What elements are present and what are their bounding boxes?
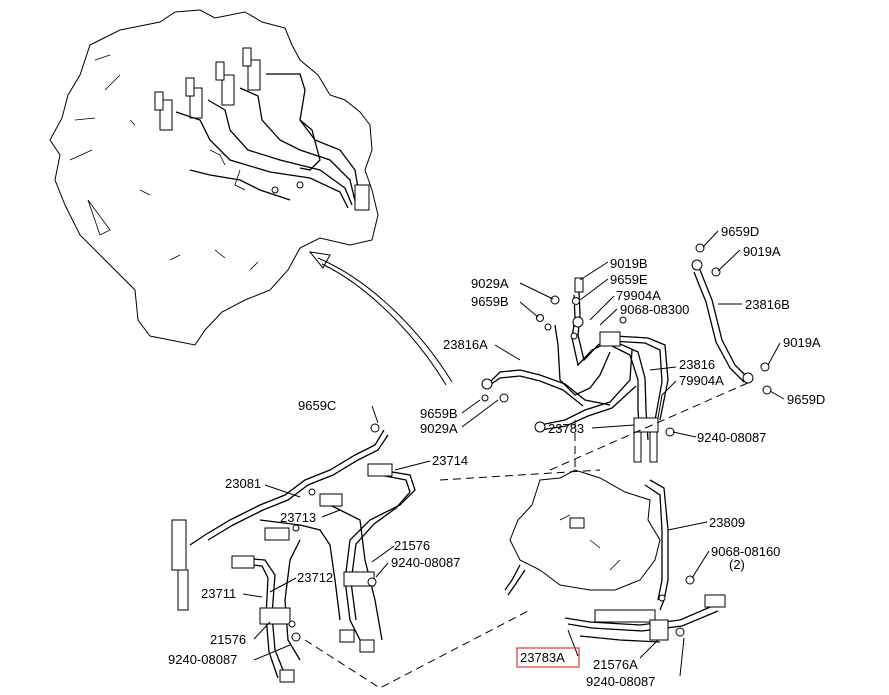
label-9659e[interactable]: 9659E — [610, 272, 648, 287]
label-9068-08160[interactable]: 9068-08160 — [711, 544, 780, 559]
label-9029a-mid[interactable]: 9029A — [420, 421, 458, 436]
label-23713[interactable]: 23713 — [280, 510, 316, 525]
label-9240-08087-b[interactable]: 9240-08087 — [391, 555, 460, 570]
label-9240-08087-c[interactable]: 9240-08087 — [168, 652, 237, 667]
label-9659b-mid[interactable]: 9659B — [420, 406, 458, 421]
label-9659b-top[interactable]: 9659B — [471, 294, 509, 309]
label-9019b[interactable]: 9019B — [610, 256, 648, 271]
label-qty-2: (2) — [729, 557, 745, 572]
label-23816a[interactable]: 23816A — [443, 337, 488, 352]
highlight-23783a-box — [516, 647, 580, 668]
label-23816[interactable]: 23816 — [679, 357, 715, 372]
label-9659d-right[interactable]: 9659D — [787, 392, 825, 407]
label-21576a[interactable]: 21576A — [593, 657, 638, 672]
leader-lines — [242, 230, 785, 677]
label-79904a-top[interactable]: 79904A — [616, 288, 661, 303]
label-9019a-top[interactable]: 9019A — [743, 244, 781, 259]
label-9659c[interactable]: 9659C — [298, 398, 336, 413]
engine-overview-drawing — [49, 9, 379, 346]
label-23714[interactable]: 23714 — [432, 453, 468, 468]
label-9659d-top[interactable]: 9659D — [721, 224, 759, 239]
dashed-reference-lines — [304, 381, 751, 689]
label-23081[interactable]: 23081 — [225, 476, 261, 491]
label-23809[interactable]: 23809 — [709, 515, 745, 530]
injector-pipe-assembly — [171, 423, 416, 683]
detail-arrow — [308, 251, 453, 386]
label-23783a[interactable]: 23783A — [520, 650, 565, 665]
label-9019a-right[interactable]: 9019A — [783, 335, 821, 350]
label-21576-a[interactable]: 21576 — [394, 538, 430, 553]
injection-pump-assembly — [504, 469, 726, 643]
label-21576-b[interactable]: 21576 — [210, 632, 246, 647]
label-9068-08300[interactable]: 9068-08300 — [620, 302, 689, 317]
label-23711[interactable]: 23711 — [201, 586, 236, 601]
part-labels: 9659D 9019A 9019B 9659E 9029A 79904A 965… — [168, 224, 825, 689]
label-9029a-top[interactable]: 9029A — [471, 276, 509, 291]
label-9240-08087-d[interactable]: 9240-08087 — [586, 674, 655, 689]
label-23712[interactable]: 23712 — [297, 570, 333, 585]
label-79904a-mid[interactable]: 79904A — [679, 373, 724, 388]
label-23816b[interactable]: 23816B — [745, 297, 790, 312]
label-9240-08087-a[interactable]: 9240-08087 — [697, 430, 766, 445]
upper-pipe-group — [481, 243, 772, 463]
label-23783[interactable]: 23783 — [548, 421, 584, 436]
